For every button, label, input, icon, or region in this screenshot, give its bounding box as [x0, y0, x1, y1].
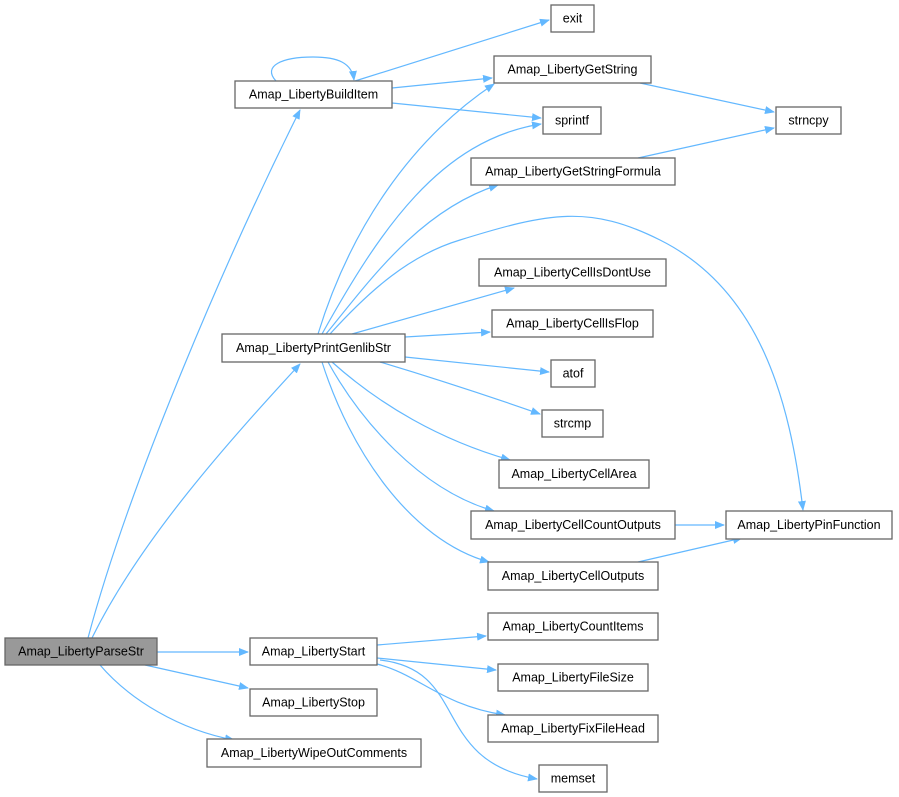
edge-start-to-fixfilehead	[376, 663, 506, 718]
edge-parse-to-wipeout	[99, 664, 235, 743]
node-label: Amap_LibertyCellOutputs	[502, 569, 644, 583]
node-label: Amap_LibertyStart	[262, 645, 366, 659]
edge-start-to-memset	[379, 659, 538, 782]
node-cell-is-dont-use[interactable]: Amap_LibertyCellIsDontUse	[478, 258, 667, 287]
node-label: sprintf	[555, 114, 590, 128]
edge-genlib-to-pinfunction	[329, 215, 806, 511]
edge-genlib-to-strcmp	[379, 361, 541, 415]
node-label: memset	[551, 772, 596, 786]
edge-genlib-to-cellarea	[331, 361, 511, 462]
edge-genlib-to-cellcountoutputs	[327, 361, 495, 513]
nodes: exit Amap_LibertyGetString sprintf strnc…	[4, 4, 893, 793]
node-label: Amap_LibertyFixFileHead	[501, 722, 645, 736]
node-cell-outputs[interactable]: Amap_LibertyCellOutputs	[487, 561, 659, 591]
edge-genlib-to-getstring	[317, 83, 495, 335]
edge-parse-to-stop	[144, 664, 249, 690]
node-cell-count-outputs[interactable]: Amap_LibertyCellCountOutputs	[470, 510, 676, 540]
node-file-size[interactable]: Amap_LibertyFileSize	[497, 663, 649, 692]
edge-builditem-to-exit	[354, 18, 550, 82]
edge-builditem-to-getstring	[391, 74, 493, 89]
node-cell-area[interactable]: Amap_LibertyCellArea	[498, 459, 650, 489]
node-label: Amap_LibertyBuildItem	[249, 88, 378, 102]
edge-genlib-to-cellisdontuse	[351, 286, 515, 335]
node-count-items[interactable]: Amap_LibertyCountItems	[487, 612, 659, 641]
node-label: Amap_LibertyCellIsFlop	[506, 317, 639, 331]
node-label: atof	[563, 367, 584, 381]
edge-genlib-to-celloutputs	[321, 361, 490, 564]
node-exit[interactable]: exit	[550, 4, 595, 33]
node-build-item[interactable]: Amap_LibertyBuildItem	[234, 80, 393, 109]
node-get-string-formula[interactable]: Amap_LibertyGetStringFormula	[470, 157, 676, 186]
node-stop[interactable]: Amap_LibertyStop	[249, 688, 378, 717]
node-label: Amap_LibertyPinFunction	[737, 518, 880, 532]
edge-builditem-self	[270, 56, 357, 82]
node-strcmp[interactable]: strcmp	[541, 409, 604, 438]
edge-start-to-countitems	[376, 632, 487, 646]
node-memset[interactable]: memset	[538, 764, 608, 793]
edge-parse-to-builditem	[87, 109, 301, 639]
node-start[interactable]: Amap_LibertyStart	[249, 637, 378, 666]
edge-parse-to-printgenlib	[91, 363, 301, 639]
node-label: Amap_LibertyPrintGenlibStr	[236, 341, 391, 355]
node-label: strncpy	[788, 114, 829, 128]
node-get-string[interactable]: Amap_LibertyGetString	[493, 55, 652, 84]
edge-celloutputs-to-pinfunction	[637, 536, 743, 563]
edge-getstringformula-to-strncpy	[637, 126, 775, 159]
node-label: Amap_LibertyGetString	[508, 63, 638, 77]
node-strncpy[interactable]: strncpy	[775, 106, 842, 135]
node-label: Amap_LibertyGetStringFormula	[485, 165, 661, 179]
edge-genlib-to-getstringformula	[325, 183, 499, 335]
edge-genlib-to-cellisflop	[404, 328, 491, 338]
edge-builditem-to-sprintf	[391, 102, 542, 122]
node-print-genlib-str[interactable]: Amap_LibertyPrintGenlibStr	[221, 333, 406, 363]
node-cell-is-flop[interactable]: Amap_LibertyCellIsFlop	[491, 309, 654, 338]
edge-getstring-to-strncpy	[639, 82, 775, 115]
node-label: Amap_LibertyWipeOutComments	[221, 746, 407, 760]
node-label: strcmp	[554, 417, 592, 431]
node-label: Amap_LibertyCellArea	[511, 467, 636, 481]
node-label: Amap_LibertyFileSize	[512, 671, 634, 685]
node-label: Amap_LibertyCellIsDontUse	[494, 266, 651, 280]
node-label: exit	[563, 12, 583, 26]
node-parse-str-root[interactable]: Amap_LibertyParseStr	[4, 637, 158, 666]
node-wipe-out-comments[interactable]: Amap_LibertyWipeOutComments	[206, 738, 422, 768]
edge-genlib-to-sprintf	[321, 121, 542, 335]
node-fix-file-head[interactable]: Amap_LibertyFixFileHead	[487, 714, 659, 743]
edges	[87, 18, 806, 782]
node-label: Amap_LibertyParseStr	[18, 645, 144, 659]
node-label: Amap_LibertyCellCountOutputs	[485, 518, 661, 532]
node-sprintf[interactable]: sprintf	[542, 106, 602, 135]
edge-genlib-to-atof	[404, 356, 550, 376]
node-label: Amap_LibertyStop	[262, 696, 365, 710]
node-atof[interactable]: atof	[550, 359, 596, 388]
node-label: Amap_LibertyCountItems	[502, 620, 643, 634]
node-pin-function[interactable]: Amap_LibertyPinFunction	[725, 510, 893, 540]
edge-start-to-filesize	[376, 657, 497, 674]
